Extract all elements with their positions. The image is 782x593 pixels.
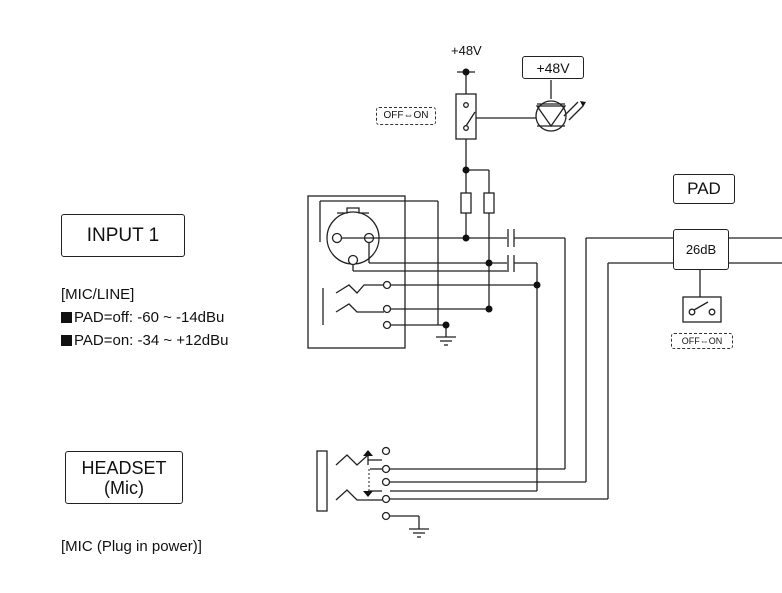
headset-spec: [MIC (Plug in power)]	[61, 538, 202, 555]
headset-title-line1: HEADSET	[81, 457, 167, 478]
input1-spec-header: [MIC/LINE]	[61, 286, 135, 303]
phantom-voltage-label: +48V	[451, 43, 482, 58]
headset-title-line2: (Mic)	[104, 477, 144, 498]
phantom-indicator-label: +48V	[536, 59, 570, 76]
bullet-square-icon	[61, 312, 72, 323]
pad-attenuator-box: 26dB	[673, 229, 729, 270]
pad-title: PAD	[687, 179, 721, 198]
pad-title-box: PAD	[673, 174, 735, 204]
headset-label-box: HEADSET (Mic)	[65, 451, 183, 504]
input1-label-box: INPUT 1	[61, 214, 185, 257]
phantom-indicator-label-box: +48V	[522, 56, 584, 79]
phantom-switch-label: OFF⇔ON	[376, 107, 436, 125]
bullet-square-icon	[61, 335, 72, 346]
pad-switch-label: OFF⇔ON	[671, 333, 733, 349]
input1-spec-pad-off: PAD=off: -60 ~ -14dBu	[61, 309, 224, 326]
input1-title: INPUT 1	[86, 224, 160, 246]
pad-attenuation: 26dB	[685, 242, 717, 257]
input1-spec-pad-on: PAD=on: -34 ~ +12dBu	[61, 332, 228, 349]
